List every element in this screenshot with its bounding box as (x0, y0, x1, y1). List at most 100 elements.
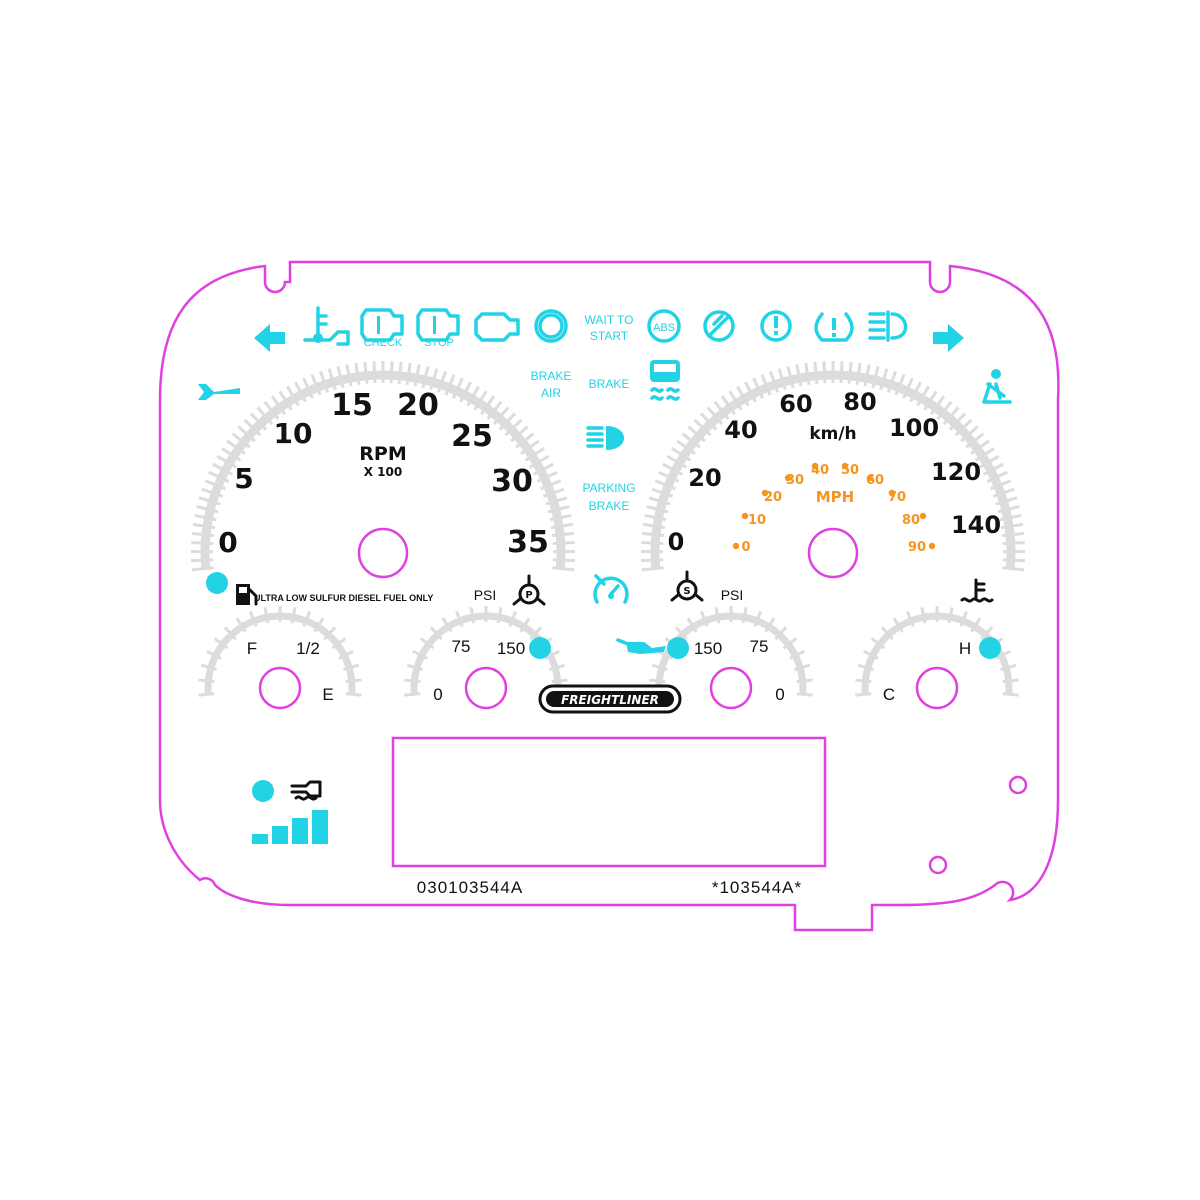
brake-air-label: BRAKE AIR (531, 369, 572, 400)
fuel-scale-tick (249, 610, 258, 627)
primary-air-lamp (529, 637, 551, 659)
faceplate-outline (158, 260, 1060, 932)
left-turn-arrow-icon (254, 324, 285, 352)
secondary-air-needle-hole (709, 666, 753, 710)
fuel-scale-tick (345, 678, 362, 684)
trailer-abs-icon (703, 310, 735, 342)
coolant-hot-label: H (959, 639, 971, 658)
tach-scale-tick (550, 522, 574, 530)
fuel-scale-tick (198, 692, 215, 697)
speedo-scale-tick (1002, 566, 1025, 572)
brand-logo: FREIGHTLINER (561, 693, 659, 707)
tach-scale-tick (552, 566, 575, 572)
coolant-scale-tick (870, 637, 886, 650)
engine-temp-icon (303, 306, 350, 346)
tach-scale-tick (354, 362, 361, 385)
tach-scale-tick (294, 381, 307, 403)
kmh-tick-label: 40 (724, 416, 757, 444)
secondary-air-scale-tick (657, 649, 673, 660)
brand-badge: FREIGHTLINER (538, 684, 682, 714)
speedo-scale-tick (666, 454, 687, 469)
tach-scale-tick (243, 418, 262, 437)
speedo-scale-tick (804, 362, 811, 385)
primary-air-scale-tick (519, 617, 531, 633)
fuel-scale-tick (198, 678, 215, 684)
mph-tick-dot (741, 512, 749, 520)
secondary-air-scale-tick (674, 626, 688, 641)
wait-to-start-label: WAIT TO START (585, 313, 634, 343)
regen-level-bars (252, 810, 328, 844)
tach-scale-tick (191, 540, 214, 546)
mph-tick-label: 80 (902, 513, 920, 528)
speedo-scale-tick (1002, 558, 1025, 563)
gauge-scales (190, 361, 1026, 697)
tach-scale-tick (327, 368, 337, 391)
coolant-scale-tick (855, 692, 872, 697)
secondary-air-scale-tick (700, 610, 709, 627)
svg-text:WAIT TO: WAIT TO (585, 313, 634, 327)
abs-icon: ABS (647, 309, 681, 343)
tach-scale-tick (551, 531, 575, 538)
tach-scale-tick (231, 432, 251, 449)
speedo-scale-tick (728, 390, 743, 411)
speedo-scale-tick (654, 479, 677, 491)
dpf-regen-icon (290, 780, 322, 801)
speedo-scale-tick (1001, 531, 1025, 538)
fuel-gauge: ULTRA LOW SULFUR DIESEL FUEL ONLY F 1/2 … (206, 572, 433, 704)
tach-tick-label: 5 (234, 462, 253, 495)
fuel-scale-tick (345, 692, 362, 697)
secondary-air-scale-tick (774, 626, 788, 641)
speedo-scale-tick (671, 447, 692, 462)
coolant-scale-tick (1002, 678, 1019, 684)
speedo-scale-tick (795, 364, 803, 387)
mph-tick-dot (811, 462, 819, 470)
tach-scale-tick (336, 366, 345, 389)
coolant-scale-tick (970, 617, 982, 633)
level-bar (292, 818, 308, 844)
tach-scale-tick (498, 412, 517, 431)
primary-air-scale-tick (419, 637, 435, 650)
fog-lights-icon (868, 310, 908, 342)
primary-air-scale-tick (404, 692, 421, 697)
fuel-scale-tick (338, 649, 354, 660)
barcode-text: *103544A* (712, 878, 802, 897)
speedo-scale-tick (894, 374, 906, 396)
tach-scale-tick (444, 374, 456, 396)
tach-scale-tick (552, 540, 575, 546)
secondary-air-scale-tick (796, 678, 813, 684)
speedo-scale-tick (901, 377, 914, 399)
speedo-scale-tick (681, 432, 701, 449)
svg-text:BRAKE: BRAKE (531, 369, 572, 383)
fuel-needle-hole (258, 666, 302, 710)
seat-belt-icon (982, 369, 1012, 404)
primary-tick-label: 75 (452, 637, 471, 656)
speedo-scale-tick (879, 368, 889, 391)
speedo-scale-tick (974, 447, 995, 462)
tach-scale-tick (421, 366, 430, 389)
tach-scale-tick (532, 462, 554, 476)
primary-air-scale-tick (529, 626, 543, 641)
fuel-scale-tick (206, 649, 222, 660)
tach-scale-tick (212, 462, 234, 476)
mph-tick-dot (841, 462, 849, 470)
mount-hole (928, 855, 948, 875)
speedo-scale-tick (839, 361, 844, 384)
kmh-tick-label: 60 (779, 390, 812, 418)
coolant-scale-tick (906, 610, 915, 627)
mph-tick-label: 90 (908, 540, 926, 555)
headlight-icon (586, 426, 624, 450)
tach-scale-tick (547, 505, 570, 514)
secondary-air-scale-tick (796, 692, 813, 697)
check-engine-icon: CHECK (360, 308, 404, 349)
speedo-scale-tick (641, 558, 664, 563)
fuel-empty-label: E (322, 685, 333, 704)
tach-scale-tick (226, 439, 246, 455)
tach-scale-tick (191, 566, 214, 572)
secondary-air-scale-tick (741, 607, 748, 624)
speedo-scale-tick (641, 540, 664, 546)
svg-text:P: P (525, 590, 532, 601)
speedo-scale-tick (997, 505, 1020, 514)
tach-scale-tick (545, 496, 568, 506)
tach-scale-tick (270, 395, 287, 416)
tach-scale-tick (539, 479, 562, 491)
